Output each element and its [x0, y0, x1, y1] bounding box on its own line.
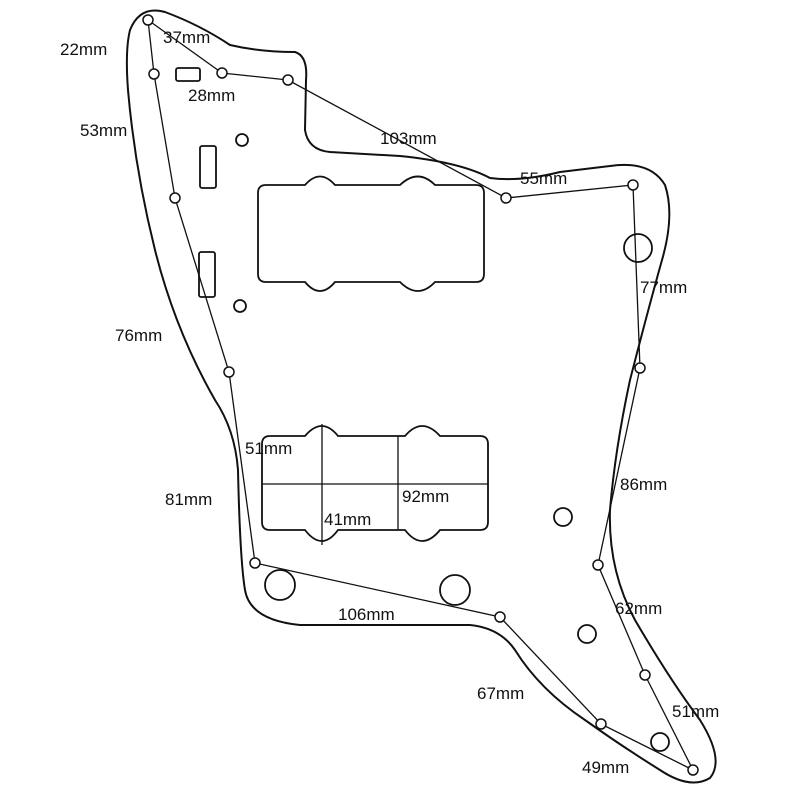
measurement-label-right-bottom: 51mm	[672, 702, 720, 721]
measurement-label-pickup-height: 51mm	[245, 439, 293, 458]
measurement-label-top-right: 55mm	[520, 169, 568, 188]
measurement-label-right-upper: 77mm	[640, 278, 688, 297]
measurement-label-left-upper: 53mm	[80, 121, 128, 140]
measurement-label-pickup-width: 92mm	[402, 487, 450, 506]
measurement-label-pickup-inner: 41mm	[324, 510, 372, 529]
measurement-label-bottom-tip: 49mm	[582, 758, 630, 777]
screw-line	[147, 18, 695, 772]
measurement-label-right-middle: 86mm	[620, 475, 668, 494]
measurement-label-left-middle: 76mm	[115, 326, 163, 345]
pickguard-outline	[125, 9, 717, 784]
measurement-label-right-lower: 62mm	[615, 599, 663, 618]
measurement-label-bottom-long: 106mm	[338, 605, 395, 624]
measurement-label-top-long: 103mm	[380, 129, 437, 148]
measurement-label-top-short: 28mm	[188, 86, 236, 105]
switch-slots	[175, 67, 217, 298]
pickup-dimension-lines	[262, 424, 488, 545]
measurement-label-left-lower: 81mm	[165, 490, 213, 509]
measurement-label-top-left-edge: 22mm	[60, 40, 108, 59]
bridge-pickup-cutout	[261, 425, 489, 542]
measurement-label-top-slant: 37mm	[163, 28, 211, 47]
measurement-label-bottom-slant: 67mm	[477, 684, 525, 703]
screw-holes	[142, 14, 699, 776]
neck-pickup-cutout	[257, 175, 485, 292]
control-holes	[233, 133, 670, 752]
